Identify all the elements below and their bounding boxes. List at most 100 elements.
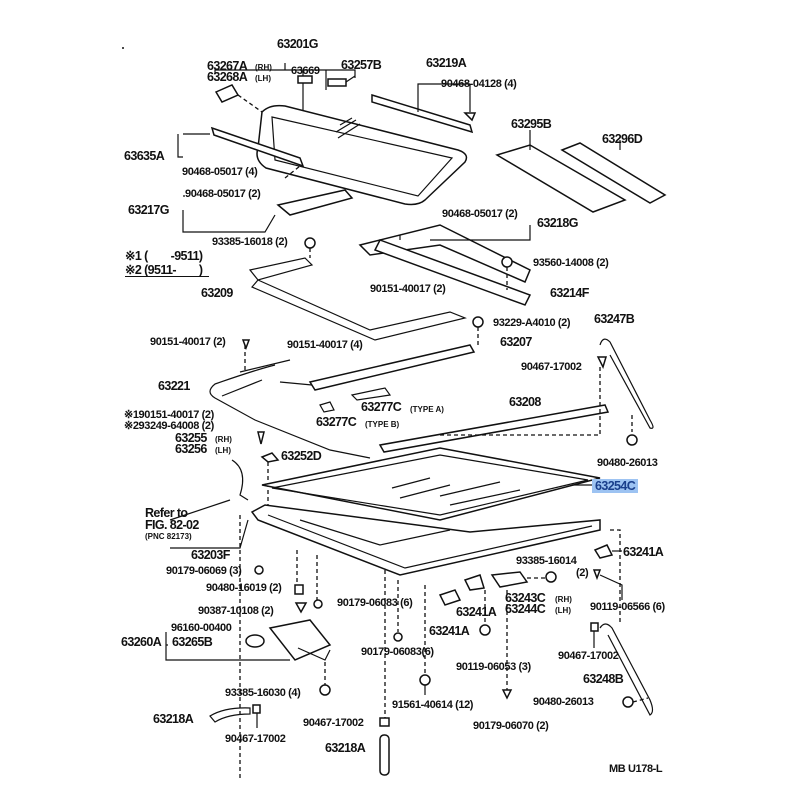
label-63214F: 63214F [550,286,589,300]
label-63265B: 63265B [172,635,213,649]
bracket-63218G [358,224,531,283]
wire-refer [231,459,249,501]
label-63255: 63255 [175,431,207,445]
strip-63219A [371,93,474,134]
diagram-code: MB U178-L [609,763,663,775]
label-type-a: (TYPE A) [410,405,444,414]
label-90179-06070: 90179-06070 (2) [473,720,549,732]
label-rh: (RH) [255,63,272,72]
label-90480-26013-bottom: 90480-26013 [533,696,594,708]
clip-63241A-2 [463,574,485,591]
label-96160-00400: 96160-00400 [171,622,232,634]
footnote-1: ※1 ( -9511) [125,249,203,263]
clip-63241A-1 [438,589,462,606]
bracket-63217G [276,189,354,216]
label-90179-06083-top: 90179-06083 (6) [337,597,413,609]
label-63256-lh: (LH) [215,446,231,455]
label-63669: 63669 [291,65,320,77]
label-90480-16019: 90480-16019 (2) [206,582,282,594]
label-note2-93249-64008: ※293249-64008 (2) [124,420,214,432]
label-63255-rh: (RH) [215,435,232,444]
label-63241A-right: 63241A [623,545,664,559]
label-90480-26013-top: 90480-26013 [597,457,658,469]
clip-63277C-type-a [350,387,392,401]
label-90119-06566: 90119-06566 (6) [590,601,665,613]
label-63209: 63209 [201,286,233,300]
label-90467-17002-right: 90467-17002 [558,650,619,662]
label-93385-16014: 93385-16014 [516,555,577,567]
label-93229-A4010: 93229-A4010 (2) [493,317,571,329]
label-63252D: 63252D [281,449,322,463]
label-63217G: 63217G [128,203,169,217]
label-90151-40017-4: 90151-40017 (4) [287,339,363,351]
label-91561-40614: 91561-40614 (12) [392,699,474,711]
label-refer-fig: FIG. 82-02 [145,518,199,532]
label-63219A: 63219A [426,56,467,70]
label-63260A: 63260A [121,635,162,649]
label-63257B: 63257B [341,58,382,72]
label-90151-40017-2-left: 90151-40017 (2) [150,336,226,348]
label-63208: 63208 [509,395,541,409]
strip-63635A [210,126,305,168]
bracket-63255 [260,452,280,463]
housing-63254C-drawing [261,447,601,521]
label-type-b: (TYPE B) [365,420,400,429]
label-63295B: 63295B [511,117,552,131]
label-note1-90151-40017: ※190151-40017 (2) [124,409,214,421]
label-63277C-type-a: 63277C [361,400,402,414]
panel-63295B [495,144,627,213]
label-63268A: 63268A [207,70,248,84]
label-63218A-bottom: 63218A [325,741,366,755]
label-63243C-rh: (RH) [555,595,572,604]
label-90387-10108: 90387-10108 (2) [198,605,274,617]
cable-63221 [209,364,371,459]
label-90468-05017-4: 90468-05017 (4) [182,166,258,178]
label-lh: (LH) [255,74,271,83]
part-63669 [297,75,313,84]
motor-63260A-drawing [245,619,332,661]
label-63256: 63256 [175,442,207,456]
label-90151-40017-2-top: 90151-40017 (2) [370,283,446,295]
label-63247B: 63247B [594,312,635,326]
label-90179-06069: 90179-06069 (3) [166,565,242,577]
bolt-90151 [257,431,265,445]
rail-63208 [378,404,610,453]
label-63218G: 63218G [537,216,578,230]
label-63241A-low: 63241A [429,624,470,638]
label-refer-to: Refer to [145,506,188,520]
label-63243C: 63243C [505,591,546,605]
label-63244C-lh: (LH) [555,606,571,615]
leader-63201G [214,63,356,110]
bracket-63243C [490,571,529,588]
rail-63207 [308,344,476,391]
label-90467-17002-bottom: 90467-17002 [303,717,364,729]
label-63203F: 63203F [191,548,230,562]
hose-63248B [599,623,654,716]
clip-63267A [214,84,240,103]
base-frame-63203F-drawing [250,504,601,576]
clip-90468-04128 [463,112,477,122]
label-63267A: 63267A [207,59,248,73]
label-refer-pnc: (PNC 82173) [145,532,192,541]
label-63254C-highlighted[interactable]: 63254C [592,479,639,493]
label-93385-16030: 93385-16030 (4) [225,687,301,699]
label-90467-17002-left: 90467-17002 [225,733,286,745]
hose-63218A-bottom [379,734,390,776]
footnote-2: ※2 (9511- ) [125,264,209,277]
label-90468-04128: 90468-04128 (4) [441,78,517,90]
label-63635A: 63635A [124,149,165,163]
label-63207: 63207 [500,335,532,349]
label-90468-05017-2-left: 90468-05017 (2) [185,188,261,200]
label-63241A-mid: 63241A [456,605,497,619]
label-63221: 63221 [158,379,190,393]
hose-63218A-left [209,707,251,723]
label-90119-06053: 90119-06053 (3) [456,661,531,673]
part-63257B [327,78,347,87]
clip-63241A-3 [593,544,614,559]
hose-63247B [599,338,654,429]
label-93385-16014-qty: (2) [576,567,589,579]
label-90179-06083-bottom: 90179-06083(6) [361,646,434,658]
label-93385-16018: 93385-16018 (2) [212,236,288,248]
